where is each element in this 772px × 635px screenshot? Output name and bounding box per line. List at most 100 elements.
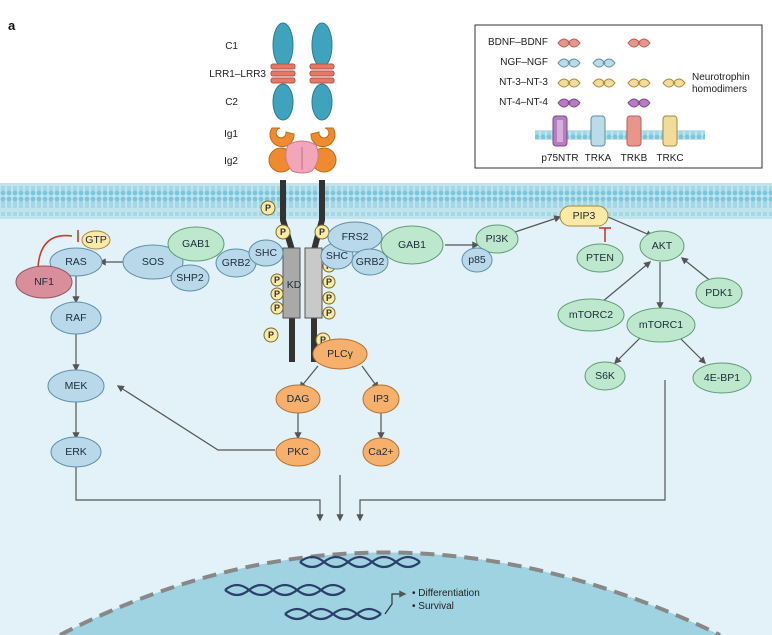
svg-text:PKC: PKC — [287, 446, 309, 458]
svg-text:S6K: S6K — [595, 370, 615, 382]
svg-text:P: P — [326, 308, 332, 318]
svg-text:PDK1: PDK1 — [705, 287, 733, 299]
svg-text:P: P — [320, 335, 326, 345]
nuclear-envelope — [59, 550, 721, 635]
node-s6k: S6K — [584, 361, 626, 391]
svg-text:GAB1: GAB1 — [398, 239, 426, 251]
lrr-domain-left — [270, 63, 296, 84]
label-lrr: LRR1–LRR3 — [209, 69, 266, 80]
label-ig1: Ig1 — [224, 129, 238, 140]
svg-text:GRB2: GRB2 — [356, 256, 385, 268]
node-shp2: SHP2 — [170, 264, 210, 292]
node-pip3: PIP3 — [559, 205, 609, 227]
legend-receptor-trka — [590, 115, 606, 147]
node-p85: p85 — [461, 247, 493, 273]
svg-text:ERK: ERK — [65, 446, 87, 458]
panel-letter: a — [8, 18, 16, 33]
label-c2: C2 — [225, 97, 238, 108]
svg-text:RAF: RAF — [66, 312, 87, 324]
svg-text:NF1: NF1 — [34, 276, 54, 288]
svg-text:AKT: AKT — [652, 240, 673, 252]
node-ras: RAS — [49, 247, 103, 277]
svg-text:mTORC2: mTORC2 — [569, 309, 613, 321]
ig1-domain-right — [310, 127, 336, 148]
node-4ebp1: 4E-BP1 — [692, 362, 752, 394]
svg-text:SHC: SHC — [255, 247, 278, 259]
svg-text:IP3: IP3 — [373, 393, 389, 405]
svg-text:Ca2+: Ca2+ — [368, 446, 393, 458]
node-mek: MEK — [47, 369, 105, 403]
svg-text:MEK: MEK — [65, 380, 88, 392]
svg-text:GAB1: GAB1 — [182, 238, 210, 250]
nt3-glyph-3 — [627, 78, 651, 88]
node-calcium: Ca2+ — [362, 437, 400, 467]
node-pkc: PKC — [275, 437, 321, 467]
node-erk: ERK — [50, 436, 102, 468]
lipid-bilayer — [0, 186, 772, 216]
node-grb2-right: GRB2 — [351, 248, 389, 276]
node-shc-left: SHC — [248, 239, 284, 267]
legend-nt3: NT-3–NT-3 — [499, 77, 548, 88]
node-plcg: PLCγ — [312, 338, 368, 370]
node-raf: RAF — [50, 301, 102, 335]
legend-label-p75: p75NTR — [541, 153, 578, 164]
svg-text:P: P — [274, 275, 280, 285]
svg-text:DAG: DAG — [287, 393, 310, 405]
legend-nt4: NT-4–NT-4 — [499, 97, 548, 108]
transcription-arrow — [384, 590, 407, 615]
node-gtp: GTP — [81, 230, 111, 250]
svg-text:PIP3: PIP3 — [573, 210, 596, 222]
svg-text:SHC: SHC — [326, 250, 349, 262]
outcome-differentiation: • Differentiation — [412, 588, 480, 599]
nt3-glyph-4 — [662, 78, 686, 88]
kinase-domain-right — [304, 247, 323, 319]
svg-text:SOS: SOS — [142, 256, 164, 268]
nt3-glyph-2 — [592, 78, 616, 88]
node-mtorc1: mTORC1 — [626, 307, 696, 343]
legend-receptor-p75 — [552, 115, 568, 147]
legend-receptor-trkb — [626, 115, 642, 147]
nt3-glyph-1 — [557, 78, 581, 88]
legend-box: BDNF–BDNF NGF–NGF NT-3–NT-3 NT-4–NT-4 Ne… — [474, 24, 763, 169]
svg-text:mTORC1: mTORC1 — [639, 319, 683, 331]
node-akt: AKT — [639, 230, 685, 262]
c1-domain-left — [272, 22, 294, 68]
svg-text:4E-BP1: 4E-BP1 — [704, 372, 740, 384]
node-pdk1: PDK1 — [695, 277, 743, 309]
ngf-glyph-2 — [592, 58, 616, 68]
label-ig2: Ig2 — [224, 156, 238, 167]
phosphate-markers: P P P P P P P P P P P P — [260, 200, 336, 348]
node-grb2-left: GRB2 — [215, 248, 257, 278]
trk-receptor-dimer: KD — [268, 22, 337, 362]
node-pi3k: PI3K — [475, 224, 519, 254]
svg-text:PI3K: PI3K — [486, 233, 509, 245]
legend-homodimer-line2: homodimers — [692, 84, 747, 95]
legend-homodimer-line1: Neurotrophin — [692, 72, 750, 83]
svg-text:P: P — [265, 203, 271, 213]
c1-domain-right — [311, 22, 333, 68]
svg-text:GRB2: GRB2 — [222, 257, 251, 269]
svg-text:RAS: RAS — [65, 256, 87, 268]
legend-label-trka: TRKA — [585, 153, 612, 164]
node-dag: DAG — [275, 384, 321, 414]
legend-receptor-trkc — [662, 115, 678, 147]
nt4-glyph-1 — [557, 98, 581, 108]
dna-helix-2 — [224, 583, 346, 597]
kd-label: KD — [287, 279, 302, 291]
c2-domain-left — [272, 83, 294, 121]
svg-text:P: P — [326, 277, 332, 287]
svg-text:P: P — [319, 227, 325, 237]
c2-domain-right — [311, 83, 333, 121]
svg-text:P: P — [326, 293, 332, 303]
node-gab1-right: GAB1 — [380, 225, 444, 265]
svg-text:p85: p85 — [468, 254, 486, 266]
svg-text:PTEN: PTEN — [586, 252, 614, 264]
svg-text:P: P — [280, 227, 286, 237]
svg-text:SHP2: SHP2 — [176, 272, 204, 284]
bdnf-glyph-2 — [627, 38, 651, 48]
svg-text:PLCγ: PLCγ — [327, 348, 353, 360]
node-nf1: NF1 — [15, 265, 73, 299]
legend-bdnf: BDNF–BDNF — [488, 37, 548, 48]
node-frs2: FRS2 — [327, 221, 383, 253]
